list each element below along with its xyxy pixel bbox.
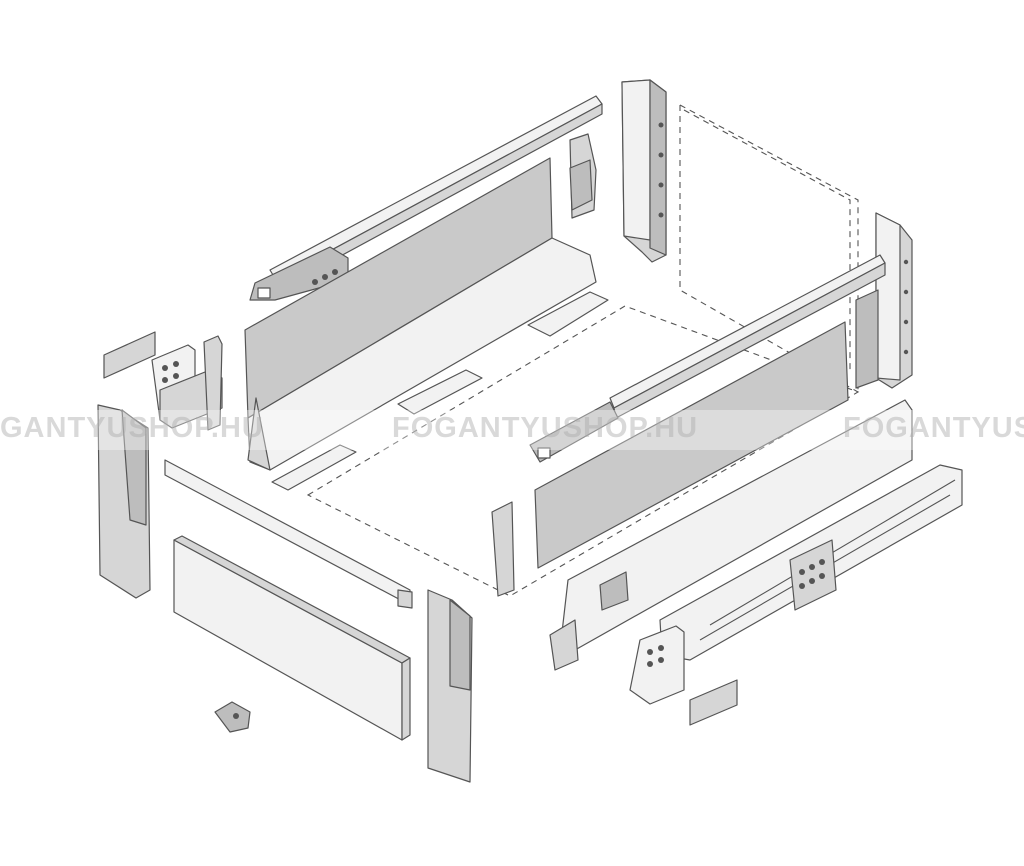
left-runner-clips xyxy=(271,291,609,491)
left-gallery-rail xyxy=(249,95,603,301)
front-panel xyxy=(173,535,411,741)
front-top-rail xyxy=(164,459,413,609)
rear-right-bracket xyxy=(855,212,913,389)
left-front-profile xyxy=(97,404,151,599)
front-fixing-clip xyxy=(214,701,251,733)
right-front-profile xyxy=(427,589,473,783)
right-drawer-side-panel xyxy=(534,321,849,569)
right-gallery-rail xyxy=(529,254,886,463)
rear-left-bracket xyxy=(621,79,667,263)
right-lower-connector xyxy=(629,625,685,705)
left-front-connector xyxy=(151,335,223,431)
right-runner-bracket xyxy=(789,539,837,611)
watermark-left: GANTYUSHOP.HU xyxy=(0,412,264,444)
watermark-right: FOGANTYUS xyxy=(843,412,1024,444)
watermark-band xyxy=(0,410,1024,450)
right-front-connector xyxy=(491,501,515,597)
left-drawer-side-panel xyxy=(244,133,597,471)
left-label-card xyxy=(103,331,156,379)
watermark-center: FOGANTYUSHOP.HU xyxy=(392,412,699,444)
right-label-card xyxy=(689,679,738,726)
